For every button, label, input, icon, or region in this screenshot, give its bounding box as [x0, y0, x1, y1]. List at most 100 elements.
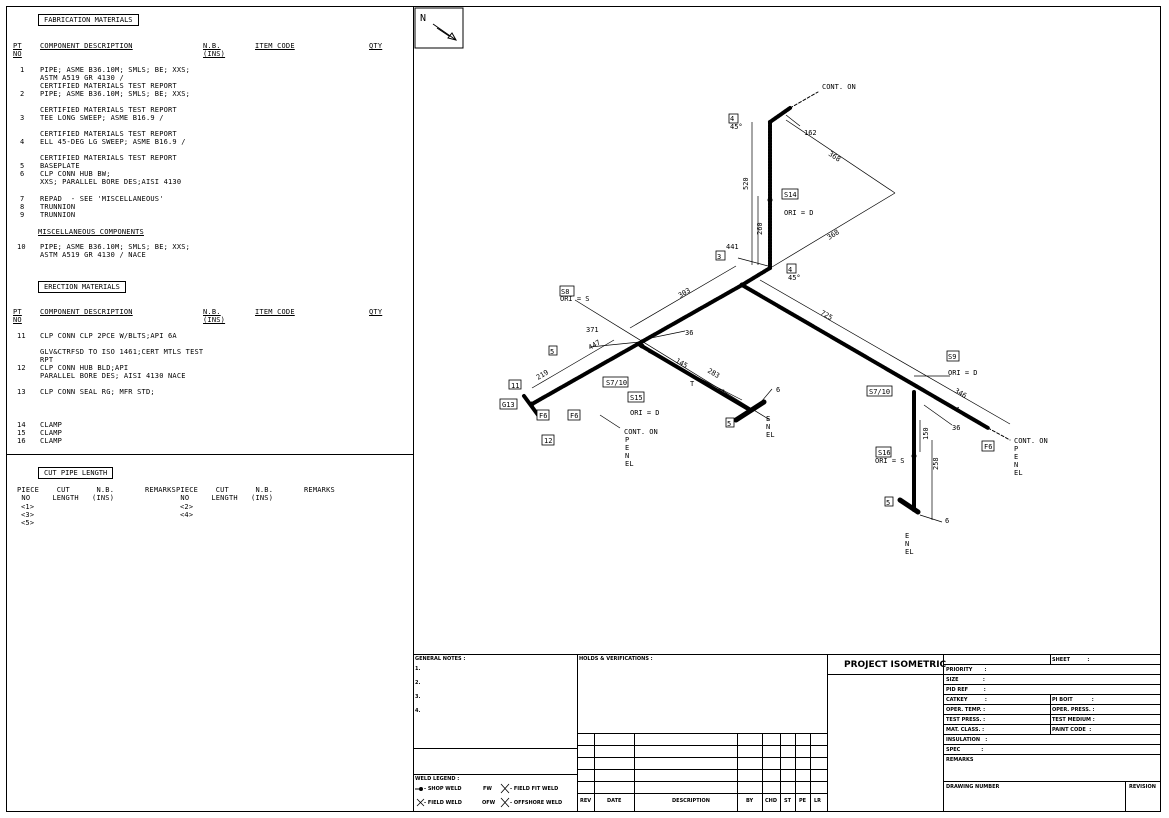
fab-col-item: ITEM CODE: [255, 42, 295, 50]
rev-col-desc: DESCRIPTION: [672, 798, 710, 804]
rev-col: [634, 733, 635, 812]
project-title: PROJECT ISOMETRIC: [844, 660, 947, 670]
cut-cols-right: PIECE CUT N.B. REMARKS NO LENGTH (INS): [176, 486, 335, 502]
fab-row-desc: PIPE; ASME B36.10M; SMLS; BE; XXS; CERTI…: [40, 90, 191, 114]
erec-col-desc: COMPONENT DESCRIPTION: [40, 308, 133, 316]
tb-line: [827, 674, 943, 675]
erec-header: ERECTION MATERIALS: [38, 281, 126, 293]
erec-row-desc: CLP CONN SEAL RG; MFR STD;: [40, 388, 155, 396]
tag-s9: S9: [948, 353, 956, 361]
tag-5a: 5: [550, 348, 554, 356]
fab-col-desc: COMPONENT DESCRIPTION: [40, 42, 133, 50]
enel-left: E N EL: [766, 415, 775, 439]
erec-row-desc: CLAMP: [40, 421, 63, 429]
info-line: [943, 781, 1161, 782]
fab-row-no: 8: [20, 203, 25, 211]
insulation-label: INSULATION :: [946, 737, 988, 743]
tag-s710b: S7/10: [869, 388, 890, 396]
pipe-right-end: [914, 384, 990, 430]
erec-row-no: 14: [17, 421, 26, 429]
rev-col: [810, 733, 811, 812]
erec-row-desc: CLAMP: [40, 437, 63, 445]
pipe-right-header: [740, 283, 918, 388]
erec-col-nb: N.B. (INS): [203, 308, 226, 324]
dim-303: 303: [677, 286, 692, 299]
misc-row-desc: PIPE; ASME B36.10M; SMLS; BE; XXS; ASTM …: [40, 243, 191, 259]
cont-on-top: CONT. ON: [822, 83, 856, 91]
rev-col: [594, 733, 595, 812]
hub-right-drop: [897, 497, 921, 515]
rev-col: [780, 733, 781, 812]
tb-line: [413, 774, 577, 775]
fab-row-desc: ELL 45-DEG LG SWEEP; ASME B16.9 / CERTIF…: [40, 138, 186, 162]
misc-row-no: 10: [17, 243, 26, 251]
rev-col-rev: REV: [580, 798, 592, 804]
tag-s8: S8: [561, 288, 569, 296]
pipe-left-branch: [638, 343, 752, 412]
tag-f6a: F6: [539, 412, 547, 420]
rev-col-st: ST: [784, 798, 792, 804]
cut-pieces-right: <2> <4>: [180, 503, 194, 519]
general-notes-nums: 1. 2. 3. 4.: [415, 666, 421, 714]
shop-weld-icon: [419, 787, 423, 791]
dim-725: 725: [819, 309, 834, 322]
offshore-weld-icon: [500, 797, 510, 808]
dim-447: 447: [587, 338, 602, 351]
remarks-label: REMARKS: [946, 757, 974, 763]
field-weld-label: - FIELD WELD: [424, 800, 462, 806]
erec-col-item: ITEM CODE: [255, 308, 295, 316]
enel-right: E N EL: [905, 532, 914, 556]
dim-258: 258: [932, 457, 940, 470]
erec-row-desc: CLP CONN HUB BLD;API PARALLEL BORE DES; …: [40, 364, 186, 380]
ori-d1: ORI = D: [784, 209, 814, 217]
fab-row-no: 2: [20, 90, 25, 98]
fab-row-no: 9: [20, 211, 25, 219]
fab-row-no: 4: [20, 138, 25, 146]
ofw-weld-label: - OFFSHORE WELD: [510, 800, 563, 806]
fab-row-no: 1: [20, 66, 25, 74]
sheet-label: SHEET :: [1052, 657, 1090, 663]
dim-6c: 6: [945, 517, 949, 525]
ori-d2: ORI = D: [630, 409, 660, 417]
tag-s14: S14: [784, 191, 797, 199]
fab-row-desc: TRUNNION: [40, 211, 76, 219]
rev-col: [795, 733, 796, 812]
info-line: [943, 754, 1161, 755]
holds-label: HOLDS & VERIFICATIONS :: [579, 656, 653, 662]
dim-520: 520: [742, 177, 750, 190]
erec-row-desc: CLP CONN CLP 2PCE W/BLTS;API 6A GLV&CTRF…: [40, 332, 204, 364]
tag-boxes: [499, 113, 995, 507]
tag-5c: 5: [886, 499, 890, 507]
tag-f6c: F6: [984, 443, 992, 451]
drawing-number-label: DRAWING NUMBER: [946, 784, 1000, 790]
test-medium-label: TEST MEDIUM :: [1052, 717, 1095, 723]
general-notes-label: GENERAL NOTES :: [415, 656, 466, 662]
pipe-left-header: [530, 283, 744, 406]
cut-length-divider: [6, 454, 413, 455]
info-col: [1125, 781, 1126, 812]
erec-col-qty: QTY: [369, 308, 383, 316]
ori-s1: ORI = S: [560, 295, 590, 303]
info-line: [943, 664, 1161, 665]
dim-36b: 36: [952, 424, 960, 432]
tag-4b: 4: [788, 266, 792, 274]
rev-line: [577, 733, 827, 734]
north-arrow-box: [414, 7, 464, 49]
catkey-label: CATKEY :: [946, 697, 987, 703]
fab-col-nb: N.B. (INS): [203, 42, 226, 58]
dim-368a: 368: [827, 150, 842, 164]
fab-col-pt: PT NO: [13, 42, 22, 58]
dim-441: 441: [726, 243, 739, 251]
fab-row-no: 3: [20, 114, 25, 122]
info-col: [1050, 654, 1051, 664]
penel-right: P E N EL: [1014, 445, 1023, 477]
panel-divider: [413, 6, 414, 812]
tag-11: 11: [511, 382, 519, 390]
cont-line-top: [789, 91, 819, 109]
erec-row-no: 16: [17, 437, 26, 445]
cut-cols-left: PIECE CUT N.B. REMARKS NO LENGTH (INS): [17, 486, 176, 502]
penel-left: P E N EL: [625, 436, 634, 468]
titleblock-top-line: [413, 654, 1161, 655]
fab-row-no: 7: [20, 195, 25, 203]
